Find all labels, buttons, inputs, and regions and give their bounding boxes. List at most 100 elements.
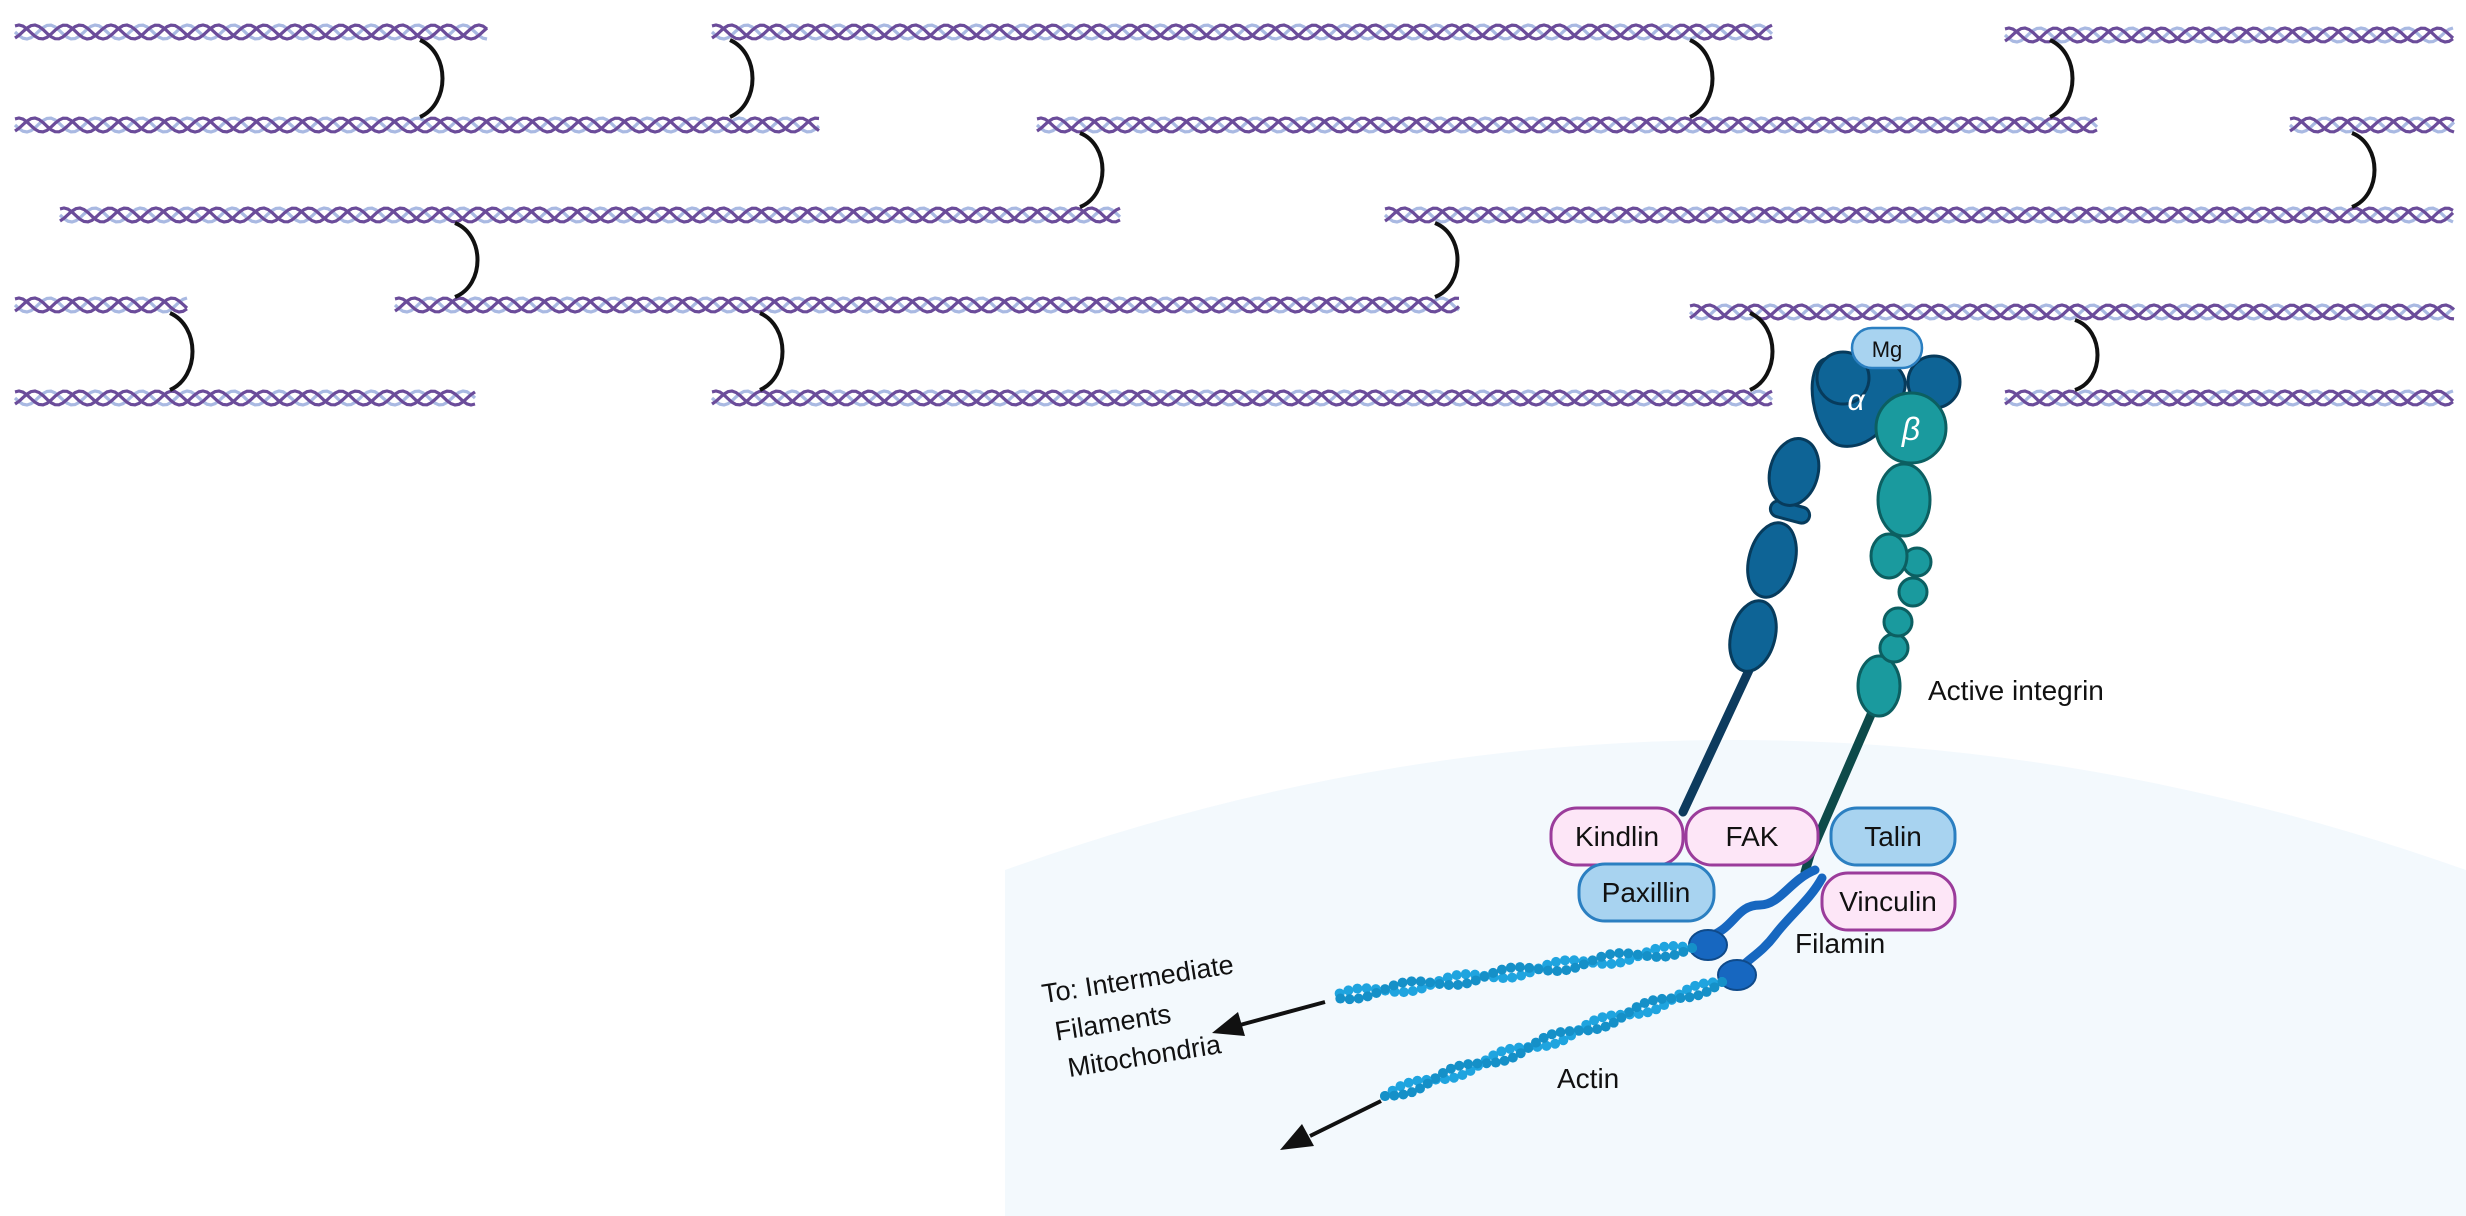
lipid-head: [1143, 701, 1152, 710]
lipid-head: [2430, 756, 2440, 766]
lipid-head: [2012, 657, 2021, 666]
lipid-head: [1077, 763, 1087, 773]
lipid-head: [2045, 619, 2054, 628]
lipid-head: [2331, 725, 2340, 734]
lipid-head: [2320, 722, 2329, 731]
lipid-head: [2419, 752, 2429, 763]
lipid-head: [1792, 638, 1801, 647]
lipid-head: [2078, 647, 2087, 656]
lipid-head: [2320, 702, 2329, 711]
lipid-head: [1286, 708, 1295, 717]
actin-monomer: [1533, 964, 1544, 975]
lipid-head: [1913, 626, 1922, 635]
paxillin-box: [1577, 862, 1716, 923]
lipid-head: [1088, 718, 1097, 727]
lipid-head: [1231, 698, 1240, 707]
lipid-head: [1517, 649, 1526, 658]
vinculin-label: Vinculin: [1839, 886, 1937, 917]
lipid-head: [1407, 685, 1416, 694]
lipid-head: [1044, 710, 1053, 719]
lipid-head: [2441, 782, 2451, 792]
actin-monomer: [1499, 1055, 1510, 1066]
lipid-head: [1814, 619, 1823, 628]
lipid-head: [1550, 645, 1559, 654]
beta-egf-4: [1878, 632, 1910, 664]
lower-arrow-shaft: [1309, 1099, 1382, 1138]
lipid-head: [2452, 786, 2462, 796]
lipid-head: [2287, 671, 2296, 680]
actin-monomer: [1505, 962, 1516, 973]
lipid-head: [1451, 614, 1460, 623]
lipid-head: [1957, 650, 1966, 659]
lipid-head: [1374, 690, 1383, 699]
actin-monomer: [1388, 980, 1399, 991]
lipid-head: [1363, 628, 1372, 637]
alpha-leg-domain-3: [1746, 521, 1798, 599]
lipid-head: [1363, 692, 1372, 701]
lipid-head: [1440, 680, 1449, 689]
lipid-head: [2177, 708, 2186, 717]
lipid-head: [2188, 668, 2197, 677]
lipid-head: [1462, 613, 1471, 622]
actin-monomer: [1561, 965, 1572, 976]
lipid-head: [1176, 740, 1186, 744]
lipid-head: [1682, 638, 1691, 647]
lipid-head: [1308, 661, 1317, 670]
lipid-head: [1220, 723, 1229, 732]
lipid-head: [1847, 599, 1856, 608]
actin-monomer: [1524, 962, 1535, 973]
actin-monomer: [1523, 1042, 1534, 1053]
lipid-head: [1176, 712, 1185, 721]
alpha-thigh-domain: [1767, 437, 1821, 507]
lipid-head: [1330, 698, 1339, 707]
lipid-head: [2001, 613, 2010, 622]
actin-monomer: [1353, 993, 1364, 1004]
lipid-head: [1088, 759, 1098, 770]
actin-monomer: [1463, 1059, 1474, 1070]
mg-ion: Mg: [1850, 326, 1924, 370]
lipid-head: [1209, 684, 1218, 693]
lipid-head: [1022, 718, 1031, 727]
lipid-head: [1187, 667, 1196, 676]
talin-protein: Talin: [1829, 806, 1957, 867]
lipid-head: [2133, 699, 2142, 708]
lipid-head: [1627, 598, 1636, 607]
lipid-head: [2419, 774, 2429, 785]
lipid-head: [1352, 630, 1361, 639]
lipid-head: [1429, 618, 1438, 627]
lipid-head: [2386, 700, 2395, 709]
lipid-head: [1572, 644, 1581, 653]
lipid-head: [2331, 747, 2341, 757]
lipid-head: [1924, 627, 1933, 636]
lipid-head: [1308, 703, 1317, 712]
lipid-head: [2298, 674, 2307, 683]
actin-monomer: [1600, 1021, 1611, 1032]
lipid-head: [1726, 595, 1735, 604]
lipid-head: [1825, 662, 1834, 671]
lipid-head: [1099, 740, 1109, 744]
collagen-strand: [2289, 116, 2455, 134]
lipid-head: [2342, 750, 2352, 760]
beta-egf-2: [1897, 576, 1929, 608]
lipid-head: [1341, 674, 1350, 683]
lipid-head: [2210, 651, 2219, 660]
collagen-strand: [1384, 206, 2455, 224]
actin-monomer: [1434, 978, 1445, 989]
lipid-head: [1924, 647, 1933, 656]
lipid-head: [1440, 638, 1449, 647]
lipid-head: [1110, 689, 1119, 698]
lipid-head: [1242, 718, 1251, 727]
beta-leg-domain-tail: [1856, 654, 1902, 718]
lipid-head: [1242, 676, 1251, 685]
lipid-head: [2375, 697, 2384, 706]
lipid-head: [1352, 672, 1361, 681]
lipid-head: [1847, 641, 1856, 650]
lipid-head: [1374, 626, 1383, 635]
alpha-leg-domain-4: [1728, 599, 1778, 673]
actin-monomer: [1406, 1087, 1417, 1098]
collagen-fibril: [13, 116, 821, 134]
lipid-head: [2133, 657, 2142, 666]
crosslink: [1749, 311, 1775, 392]
lipid-head: [1968, 609, 1977, 618]
lipid-head: [1154, 718, 1163, 727]
